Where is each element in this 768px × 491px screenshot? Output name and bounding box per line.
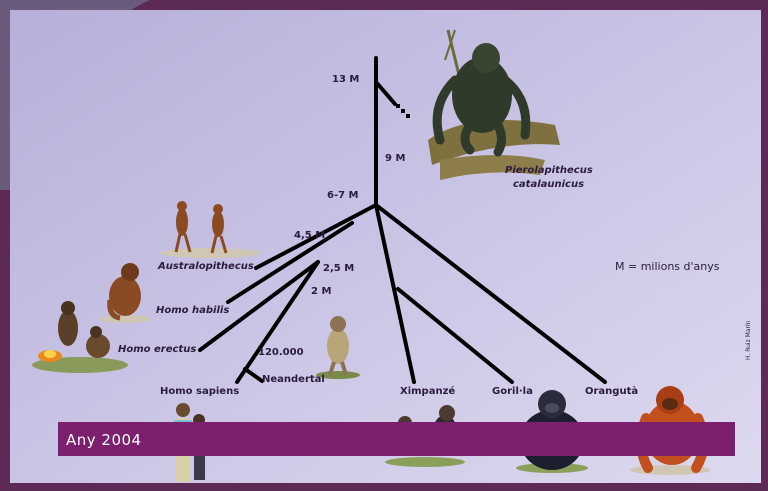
node-13m-label: 13 M	[332, 74, 360, 85]
branch-oranguta	[374, 203, 607, 384]
neandertal-illustration	[316, 316, 360, 379]
pierolapithecus-illustration	[428, 29, 560, 180]
species-neandertal: Neandertal	[262, 374, 325, 385]
homo-habilis-illustration	[99, 263, 151, 323]
species-goril-la: Goril·la	[492, 386, 533, 397]
species-pierolapithecus-line1: Pierolapithecus	[505, 165, 593, 176]
branch-homo-erectus	[198, 260, 320, 352]
species-homo-erectus: Homo erectus	[118, 344, 197, 355]
australopithecus-illustration	[160, 201, 260, 258]
branch-homo-habilis	[226, 221, 354, 304]
node-120000-label: 120.000	[258, 347, 304, 358]
branch-neandertal	[243, 367, 264, 383]
year-label: Any 2004	[66, 431, 142, 449]
species-oranguta: Orangutà	[585, 386, 639, 397]
dotted-continuation	[396, 104, 410, 118]
node-2m-label: 2 M	[311, 286, 332, 297]
species-homo-habilis: Homo habilis	[156, 305, 230, 316]
node-9m-label: 9 M	[385, 153, 406, 164]
species-ximpanze: Ximpanzé	[400, 386, 456, 397]
branch-ximpanze	[374, 203, 416, 384]
node-2-5m-label: 2,5 M	[323, 263, 355, 274]
branch-homo-sapiens	[235, 260, 320, 384]
year-band	[58, 422, 735, 456]
homo-erectus-illustration	[32, 301, 128, 373]
branch-goril-la	[396, 287, 514, 384]
artist-credit: H. Ruiz Marín	[745, 320, 752, 360]
phylogenetic-tree	[198, 56, 607, 384]
legend-text: M = milions d'anys	[615, 260, 720, 273]
branch-pierolapithecus	[374, 80, 397, 106]
branch-australopithecus	[254, 203, 378, 270]
node-6-7m-label: 6-7 M	[327, 190, 359, 201]
species-homo-sapiens: Homo sapiens	[160, 386, 240, 397]
node-4-5m-label: 4,5 M	[294, 230, 326, 241]
species-pierolapithecus-line2: catalaunicus	[513, 179, 585, 190]
species-australopithecus: Australopithecus	[158, 261, 254, 272]
